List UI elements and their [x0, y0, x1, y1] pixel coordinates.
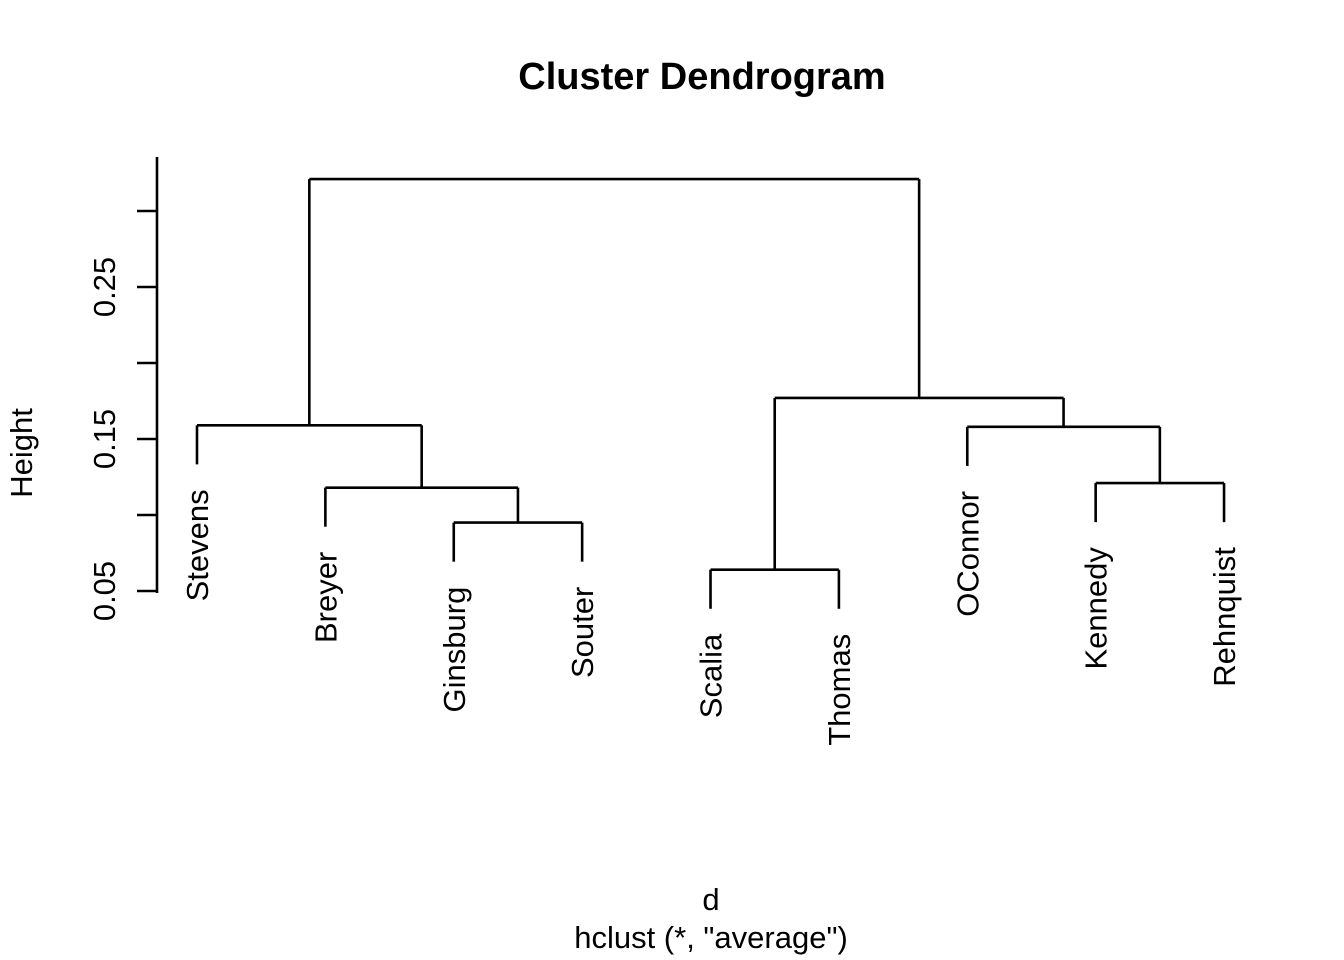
- y-axis-tick-label: 0.05: [87, 561, 122, 621]
- leaf-label-souter: Souter: [565, 587, 600, 678]
- y-axis-title: Height: [4, 408, 39, 498]
- plot-title: Cluster Dendrogram: [518, 56, 886, 98]
- leaf-label-breyer: Breyer: [308, 552, 343, 643]
- y-axis-tick-label: 0.25: [87, 257, 122, 317]
- leaf-label-scalia: Scalia: [694, 633, 729, 718]
- leaf-label-kennedy: Kennedy: [1079, 547, 1114, 670]
- caption-call: hclust (*, "average"): [574, 920, 848, 955]
- caption-xlabel: d: [702, 882, 720, 917]
- y-axis-tick-label: 0.15: [87, 409, 122, 469]
- leaf-label-oconnor: OConnor: [950, 491, 985, 617]
- leaf-label-ginsburg: Ginsburg: [437, 587, 472, 713]
- leaf-label-rehnquist: Rehnquist: [1207, 547, 1242, 687]
- plot-caption: d hclust (*, "average"): [574, 881, 848, 957]
- leaf-label-thomas: Thomas: [822, 634, 857, 746]
- leaf-label-stevens: Stevens: [180, 489, 215, 601]
